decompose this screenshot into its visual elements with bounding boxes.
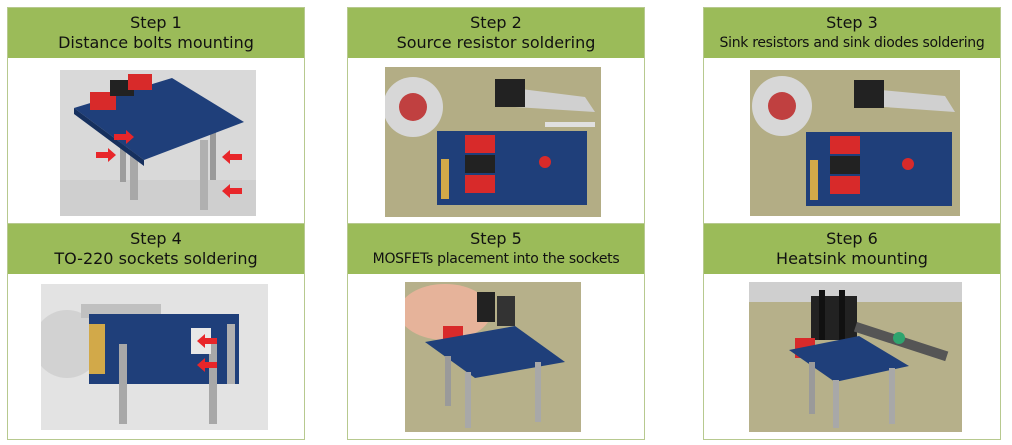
- step-header: Step 2 Source resistor soldering: [348, 8, 644, 58]
- step-card-6: Step 6 Heatsink mounting: [703, 223, 1001, 440]
- step-number: Step 3: [826, 13, 878, 32]
- step-photo: [41, 284, 268, 430]
- step-title: TO-220 sockets soldering: [54, 249, 258, 268]
- step-title: Heatsink mounting: [776, 249, 928, 268]
- step-card-3: Step 3 Sink resistors and sink diodes so…: [703, 7, 1001, 225]
- step-photo: [385, 67, 601, 217]
- step-number: Step 6: [826, 229, 878, 248]
- step-header: Step 4 TO-220 sockets soldering: [8, 224, 304, 274]
- step-title: Distance bolts mounting: [58, 33, 254, 52]
- step-title: Sink resistors and sink diodes soldering: [719, 35, 985, 51]
- step-card-1: Step 1 Distance bolts mounting: [7, 7, 305, 225]
- step-header: Step 5 MOSFETs placement into the socket…: [348, 224, 644, 274]
- step-photo: [750, 70, 960, 216]
- step-title: MOSFETs placement into the sockets: [372, 251, 620, 267]
- step-header: Step 6 Heatsink mounting: [704, 224, 1000, 274]
- step-card-5: Step 5 MOSFETs placement into the socket…: [347, 223, 645, 440]
- step-card-2: Step 2 Source resistor soldering: [347, 7, 645, 225]
- step-header: Step 3 Sink resistors and sink diodes so…: [704, 8, 1000, 58]
- step-photo: [405, 282, 581, 432]
- step-number: Step 1: [130, 13, 182, 32]
- step-title: Source resistor soldering: [396, 33, 596, 52]
- step-number: Step 5: [470, 229, 522, 248]
- step-number: Step 4: [130, 229, 182, 248]
- step-number: Step 2: [470, 13, 522, 32]
- step-photo: [60, 70, 256, 216]
- step-photo: [749, 282, 962, 432]
- step-card-4: Step 4 TO-220 sockets soldering: [7, 223, 305, 440]
- step-header: Step 1 Distance bolts mounting: [8, 8, 304, 58]
